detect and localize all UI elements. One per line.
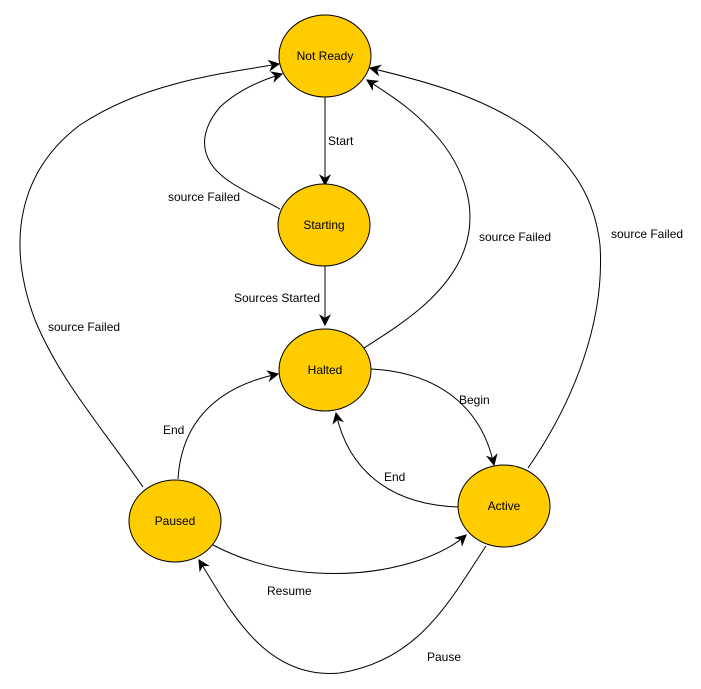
node-active[interactable]: Active [457,464,551,548]
node-halted-shape [278,328,372,412]
edge-label-starting-failed: source Failed [168,190,240,204]
node-halted-label: Halted [308,363,343,377]
edge-label-sources-started: Sources Started [234,291,320,305]
edge-begin[interactable] [370,368,498,467]
node-active-shape [457,464,551,548]
edge-label-halted-failed: source Failed [479,230,551,244]
node-not-ready-shape [278,14,372,98]
edge-label-pause: Pause [427,650,461,664]
node-paused-label: Paused [155,514,196,528]
edge-halted-failed[interactable] [363,79,471,349]
node-not-ready-label: Not Ready [297,49,354,63]
node-starting-shape [277,183,371,267]
node-starting-label: Starting [303,218,344,232]
edge-label-start: Start [328,134,354,148]
edge-paused-failed[interactable] [19,59,281,488]
edge-label-begin: Begin [459,393,490,407]
node-paused-shape [128,479,222,563]
node-paused[interactable]: Paused [128,479,222,563]
edge-label-resume: Resume [267,584,312,598]
edge-label-paused-end: End [163,423,184,437]
edge-label-active-end: End [384,470,405,484]
edge-starting-failed[interactable] [204,71,284,210]
node-halted[interactable]: Halted [278,328,372,412]
edge-label-active-failed: source Failed [611,227,683,241]
edge-paused-end[interactable] [177,370,280,480]
edge-active-end[interactable] [332,411,460,508]
node-starting[interactable]: Starting [277,183,371,267]
node-not-ready[interactable]: Not Ready [278,14,372,98]
edge-pause[interactable] [198,545,487,674]
edge-label-paused-failed: source Failed [48,320,120,334]
edge-active-failed[interactable] [368,64,602,469]
edge-resume[interactable] [212,534,467,574]
node-active-label: Active [488,499,521,513]
